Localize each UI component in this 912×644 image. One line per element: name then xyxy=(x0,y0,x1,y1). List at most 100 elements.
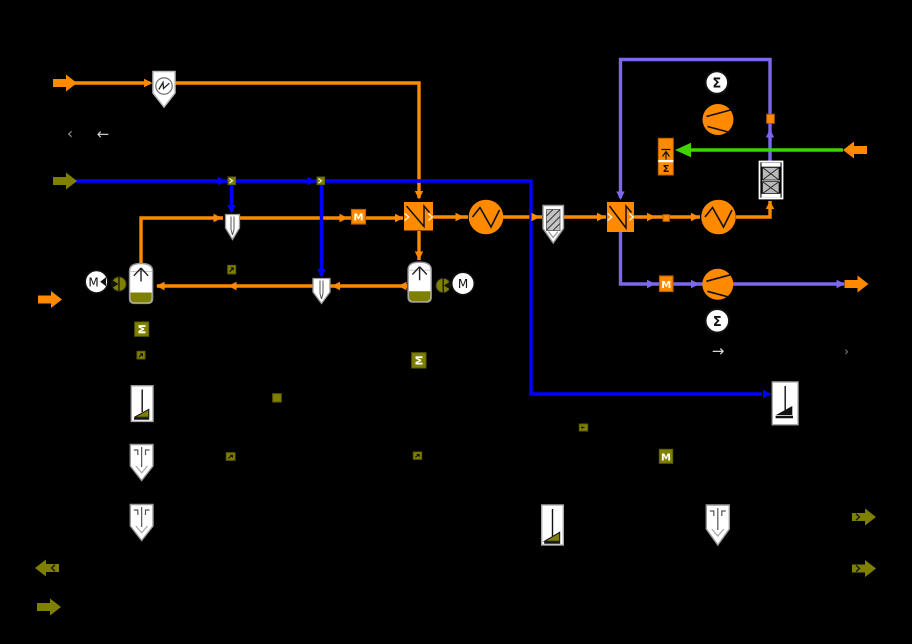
port-purge-outlet[interactable] xyxy=(843,141,867,159)
heater-circle-1[interactable] xyxy=(468,199,504,235)
filter[interactable] xyxy=(542,204,565,245)
throttle-1[interactable] xyxy=(129,443,154,482)
heater-circle-2[interactable] xyxy=(701,199,736,235)
hx1-pass-chevrons xyxy=(404,213,434,221)
water-node-2[interactable] xyxy=(316,176,326,186)
port-air-outlet[interactable] xyxy=(844,275,869,293)
water-node-1[interactable] xyxy=(227,176,237,186)
mixer1-label: M xyxy=(354,213,364,224)
flash-drum-1[interactable] xyxy=(128,262,154,305)
filter-hatch-icon xyxy=(546,209,561,231)
gas-inlet-arrow-icon xyxy=(53,74,77,92)
motor1-wedge-icon xyxy=(100,277,106,287)
meas-node-1[interactable] xyxy=(227,264,237,275)
flash-drum-2[interactable] xyxy=(407,261,432,303)
motor-1[interactable]: M xyxy=(84,269,109,294)
line-node-1[interactable] xyxy=(662,214,670,222)
water-injector-1[interactable] xyxy=(224,213,241,241)
flow-arrow-icon xyxy=(414,191,424,200)
flow-arrow-icon xyxy=(691,212,700,222)
stream-air-out[interactable] xyxy=(618,232,845,286)
port-liquid-inlet[interactable] xyxy=(38,291,62,308)
flow-arrow-icon xyxy=(414,251,424,260)
stream-heater2-to-column[interactable] xyxy=(736,201,772,219)
coupling1-wedge-icon xyxy=(111,280,119,288)
ne-arrow-head-icon xyxy=(229,454,233,459)
ne-arrow-head-icon xyxy=(230,267,234,271)
level-controller-3[interactable] xyxy=(541,504,565,546)
olive-m-1[interactable]: M xyxy=(134,321,150,337)
flow-arrow-icon xyxy=(307,176,316,186)
column-packing-1-x xyxy=(762,167,780,181)
flow-arrow-icon xyxy=(647,279,656,289)
flow-arrow-icon xyxy=(317,269,326,278)
meas-node-2[interactable] xyxy=(136,350,146,360)
signal-nodes-layer xyxy=(136,113,775,461)
water-injector-2[interactable] xyxy=(312,277,331,305)
signal-outlet-2-arrow-icon xyxy=(852,560,876,577)
coupling-1[interactable] xyxy=(111,276,127,292)
fan-2[interactable] xyxy=(702,268,734,300)
olive-m1-label: M xyxy=(137,324,148,334)
fan-1[interactable] xyxy=(702,104,734,135)
drum2-liquid xyxy=(409,291,431,302)
fan1-body xyxy=(702,104,734,135)
line-node-2[interactable] xyxy=(766,113,775,124)
hx1-coil-icon xyxy=(405,203,431,229)
signal-transmitter[interactable] xyxy=(152,70,176,109)
flow-arrow-icon xyxy=(227,205,236,214)
meas-node-6[interactable] xyxy=(578,423,589,432)
coupling-2[interactable] xyxy=(435,277,452,294)
port-signal-outlet-1[interactable] xyxy=(852,508,876,526)
port-gas-inlet[interactable] xyxy=(53,74,77,92)
heat-exchanger-square-2[interactable] xyxy=(607,202,635,232)
meas-node-4[interactable] xyxy=(225,452,236,461)
meas-node-3-body xyxy=(272,393,282,403)
flow-arrow-icon xyxy=(647,212,656,222)
mixer-m-1[interactable]: M xyxy=(350,208,367,225)
sum-controller[interactable]: Σ xyxy=(657,137,674,176)
motor-2[interactable]: M xyxy=(450,271,476,296)
controller3-ramp-icon xyxy=(542,531,561,542)
throttle-3[interactable] xyxy=(705,504,730,547)
mixer-m-2[interactable]: M xyxy=(658,275,674,293)
flow-arrow-icon xyxy=(213,213,222,223)
level-controller-1[interactable] xyxy=(130,385,154,423)
hx1-body xyxy=(404,202,433,231)
port-makeup-inlet[interactable] xyxy=(37,598,61,616)
stream-gas-to-hx1[interactable] xyxy=(175,81,421,198)
flow-arrow-icon xyxy=(144,78,153,88)
stream-air-loop[interactable] xyxy=(618,57,772,199)
port-drain-outlet[interactable] xyxy=(35,559,59,577)
mixer2-label: M xyxy=(661,280,671,291)
purge-outlet-arrow-icon xyxy=(843,141,867,159)
port-notch-icon xyxy=(855,564,861,573)
throttle-2[interactable] xyxy=(129,503,154,542)
flow-arrow-icon xyxy=(691,279,700,289)
injector1-needle-icon xyxy=(230,216,235,236)
sum-indicator-top[interactable]: Σ xyxy=(704,70,730,95)
hx2-pass-chevrons xyxy=(607,213,635,221)
throttle1-chevron xyxy=(135,465,148,474)
motor1-label: M xyxy=(88,275,98,289)
stream-water-main[interactable] xyxy=(62,179,762,396)
meas-node-3[interactable] xyxy=(272,393,282,403)
olive-m-3[interactable]: M xyxy=(658,448,674,464)
e-arrow-icon xyxy=(581,426,586,429)
port-water-inlet[interactable] xyxy=(53,172,77,190)
drain-outlet-arrow-icon xyxy=(35,559,59,577)
water-inlet-arrow-icon xyxy=(53,172,77,190)
flow-arrow-icon xyxy=(531,212,540,222)
tick-icon xyxy=(229,178,234,184)
heat-exchanger-square-1[interactable] xyxy=(404,202,434,231)
mixer1-body xyxy=(350,208,367,225)
level-controller-2[interactable] xyxy=(771,381,799,426)
meas-node-5[interactable] xyxy=(412,451,423,460)
drum2-spray-icon xyxy=(411,266,428,281)
stream-drum1-riser[interactable] xyxy=(139,216,223,263)
port-signal-outlet-2[interactable] xyxy=(852,560,876,577)
sum-indicator-bottom[interactable]: Σ xyxy=(704,308,731,334)
hx2-coil-icon xyxy=(608,203,633,231)
olive-m-2[interactable]: M xyxy=(411,352,427,369)
packed-column[interactable] xyxy=(758,160,784,200)
